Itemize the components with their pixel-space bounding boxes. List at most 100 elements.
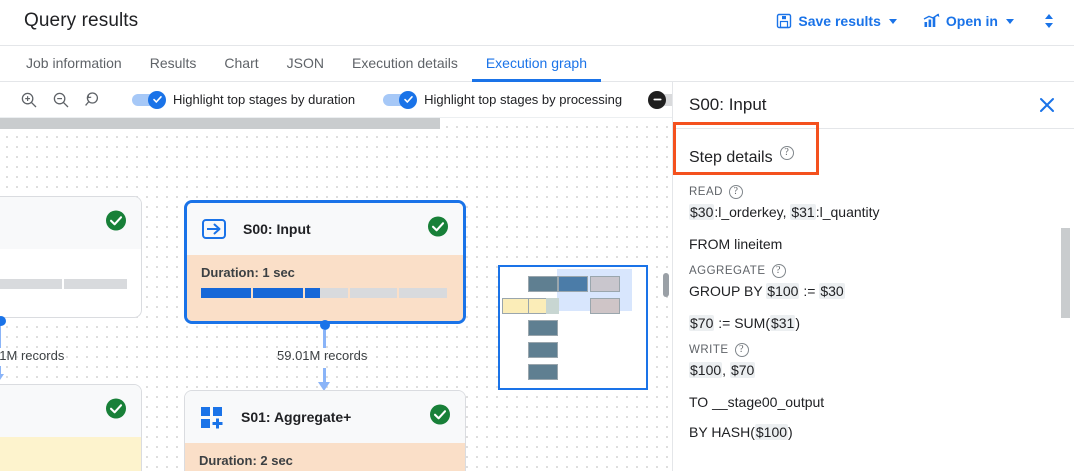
- edge-line: [323, 330, 326, 348]
- check-icon: [403, 96, 413, 103]
- node-body: [0, 249, 141, 301]
- toggle-highlight-processing[interactable]: Highlight top stages by processing: [383, 90, 623, 109]
- detail-key: AGGREGATE ?: [689, 264, 1058, 278]
- node-header: S00: Input: [187, 203, 463, 255]
- toggle-knob: [399, 90, 418, 109]
- tab-execution-details[interactable]: Execution details: [351, 54, 458, 71]
- duration-segment: [349, 288, 398, 298]
- close-icon[interactable]: [1036, 94, 1058, 116]
- help-circle-icon[interactable]: ?: [734, 343, 749, 357]
- detail-read: READ ? $30:l_orderkey, $31:l_quantity: [689, 185, 1058, 222]
- tab-bar: Job information Results Chart JSON Execu…: [0, 46, 1074, 82]
- minimap-block: [528, 276, 558, 292]
- node-header: [0, 197, 141, 249]
- help-circle-icon[interactable]: ?: [728, 185, 743, 199]
- edge-label-records: 59.01M records: [277, 348, 368, 363]
- panel-divider: [673, 128, 1074, 129]
- check-icon: [152, 96, 162, 103]
- zoom-reset-icon: [84, 91, 102, 109]
- detail-key-label: WRITE: [689, 344, 729, 356]
- detail-value: GROUP BY $100 := $30: [689, 283, 845, 299]
- zoom-out-icon: [52, 91, 70, 109]
- success-check-icon: [105, 210, 127, 237]
- node-header: [0, 385, 141, 437]
- tab-json[interactable]: JSON: [286, 54, 324, 71]
- graph-node-partial-top[interactable]: [0, 196, 142, 318]
- edge-arrow: [318, 382, 330, 391]
- toggle-label-processing: Highlight top stages by processing: [424, 92, 623, 107]
- tab-chart[interactable]: Chart: [224, 54, 259, 71]
- graph-node-s01-aggregate[interactable]: S01: Aggregate+ Duration: 2 sec: [184, 390, 466, 471]
- panel-header: S00: Input: [673, 82, 1074, 128]
- tab-execution-graph[interactable]: Execution graph: [471, 46, 602, 82]
- node-title: S01: Aggregate+: [241, 409, 352, 425]
- toggle-knob: [148, 90, 166, 109]
- detail-key: READ ?: [689, 185, 1058, 199]
- open-in-button[interactable]: Open in: [919, 11, 1018, 31]
- expand-collapse-button[interactable]: [1036, 9, 1062, 33]
- success-check-icon: [429, 404, 451, 431]
- minimap-block: [546, 298, 559, 314]
- toggle-switch[interactable]: [132, 90, 166, 109]
- zoom-out-button[interactable]: [50, 89, 72, 111]
- node-body: Duration: 2 sec: [185, 443, 465, 471]
- header-actions: Save results Open in: [772, 9, 1062, 33]
- help-circle-icon[interactable]: ?: [779, 146, 794, 160]
- minimap-block: [590, 298, 620, 314]
- toggle-label-duration: Highlight top stages by duration: [173, 92, 356, 107]
- detail-key-label: READ: [689, 186, 723, 198]
- detail-aggregate: AGGREGATE ? GROUP BY $100 := $30: [689, 264, 1058, 301]
- toggle-switch[interactable]: [383, 90, 418, 109]
- execution-graph-canvas[interactable]: 59.01M records S00: Input Duration: 1 se…: [0, 118, 672, 471]
- chart-bar-icon: [923, 13, 940, 29]
- open-in-label: Open in: [945, 13, 998, 29]
- node-duration-label: Duration: 1 sec: [201, 265, 295, 280]
- minus-icon: [653, 98, 662, 101]
- tab-job-information[interactable]: Job information: [26, 54, 122, 71]
- minimap-block: [528, 320, 558, 336]
- save-disk-icon: [776, 13, 792, 29]
- graph-node-s00-input[interactable]: S00: Input Duration: 1 sec: [184, 200, 466, 324]
- panel-scrollbar[interactable]: [1061, 228, 1070, 318]
- help-circle-icon[interactable]: ?: [771, 264, 786, 278]
- edge-dot: [320, 320, 330, 330]
- edge-label-partial: 59.01M records: [0, 348, 65, 363]
- aggregate-grid-icon: [199, 404, 229, 430]
- node-duration-label: Duration: 2 sec: [199, 453, 293, 468]
- panel-title: S00: Input: [689, 95, 767, 114]
- minimap-block: [558, 276, 588, 292]
- duration-fill: [201, 288, 321, 298]
- duration-segment: [399, 288, 447, 298]
- node-title: S00: Input: [243, 221, 311, 237]
- zoom-in-button[interactable]: [18, 89, 40, 111]
- detail-by-hash: BY HASH($100): [689, 424, 793, 440]
- zoom-reset-button[interactable]: [82, 89, 104, 111]
- graph-horizontal-scrollbar[interactable]: [0, 118, 440, 129]
- input-arrow-icon: [201, 216, 231, 242]
- panel-body: Step details ? READ ? $30:l_orderkey, $3…: [673, 129, 1074, 440]
- duration-bar: [0, 279, 127, 289]
- detail-write: WRITE ? $100, $70: [689, 343, 1058, 380]
- detail-sum: $70 := SUM($31): [689, 315, 801, 331]
- chevron-down-icon: [1006, 18, 1014, 24]
- tab-results[interactable]: Results: [149, 54, 197, 71]
- toggle-highlight-duration[interactable]: Highlight top stages by duration: [132, 90, 356, 109]
- step-details-panel: S00: Input Step details ? READ ? $30:l_o…: [672, 82, 1074, 471]
- detail-value: $30:l_orderkey, $31:l_quantity: [689, 204, 880, 220]
- page-title: Query results: [24, 10, 139, 31]
- expand-collapse-icon: [1042, 11, 1056, 31]
- save-results-button[interactable]: Save results: [772, 11, 901, 31]
- graph-toolbar: Highlight top stages by duration Highlig…: [0, 82, 681, 118]
- toggle-knob: [648, 90, 667, 109]
- graph-node-partial-bottom[interactable]: [0, 384, 142, 471]
- edge-arrow: [0, 374, 4, 383]
- minimap-block: [528, 364, 558, 380]
- edge-line: [0, 366, 1, 376]
- success-check-icon: [427, 216, 449, 243]
- duration-bar: [201, 288, 449, 298]
- node-header: S01: Aggregate+: [185, 391, 465, 443]
- graph-vertical-scrollbar[interactable]: [663, 273, 669, 297]
- chevron-down-icon: [888, 18, 897, 24]
- node-body: [0, 437, 141, 471]
- graph-minimap[interactable]: [498, 265, 648, 390]
